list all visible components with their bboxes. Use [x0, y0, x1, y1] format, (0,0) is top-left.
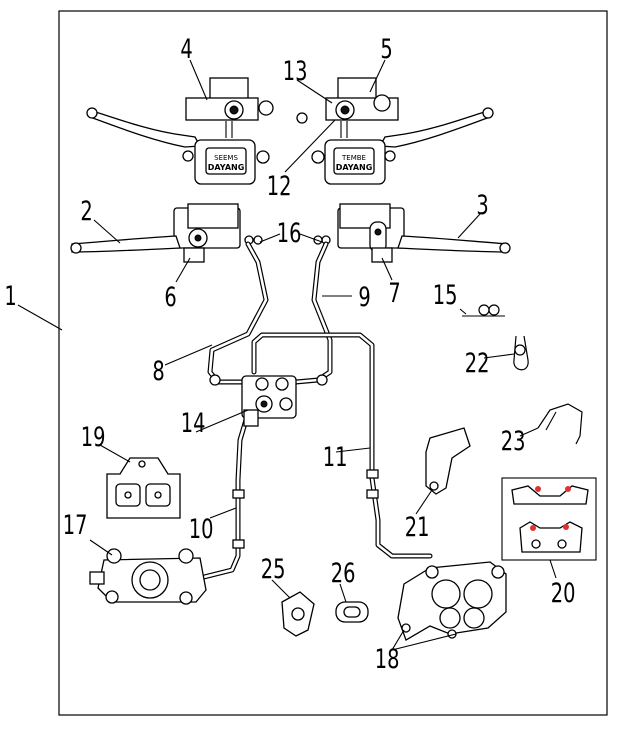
callout-13: 13 — [283, 55, 308, 87]
callout-21: 21 — [405, 511, 430, 543]
part-26-seal — [335, 601, 369, 623]
callout-10: 10 — [189, 513, 214, 545]
svg-text:SEEMS: SEEMS — [214, 154, 238, 162]
part-23-spring-clip — [537, 403, 583, 445]
part-17-front-brake-caliper — [89, 548, 207, 605]
brake-hoses — [197, 241, 433, 581]
part-21-bracket — [425, 427, 471, 495]
part-22-hose-clamp — [513, 335, 529, 371]
leader-lines — [17, 59, 557, 651]
callout-4: 4 — [180, 33, 192, 65]
svg-text:DAYANG: DAYANG — [336, 163, 373, 172]
callout-9: 9 — [358, 281, 370, 313]
callout-11: 11 — [323, 441, 348, 473]
svg-text:DAYANG: DAYANG — [208, 163, 245, 172]
part-18-rear-brake-caliper — [397, 561, 507, 641]
callout-12: 12 — [267, 170, 292, 202]
callout-7: 7 — [388, 277, 400, 309]
callout-1: 1 — [4, 280, 16, 312]
part-2-left-brake-lever — [70, 203, 263, 263]
part-5-right-master-cylinder-assembly: TEMBE DAYANG — [296, 77, 494, 185]
callout-19: 19 — [81, 421, 106, 453]
callout-14: 14 — [181, 407, 206, 439]
callout-2: 2 — [80, 195, 92, 227]
callout-26: 26 — [331, 557, 356, 589]
callout-16: 16 — [277, 217, 302, 249]
callout-23: 23 — [501, 425, 526, 457]
part-19-front-brake-pad — [106, 457, 181, 519]
svg-text:TEMBE: TEMBE — [341, 154, 366, 162]
callout-15: 15 — [433, 279, 458, 311]
part-3-right-brake-lever — [313, 203, 511, 263]
callout-5: 5 — [380, 33, 392, 65]
callout-22: 22 — [465, 347, 490, 379]
part-15-clip — [462, 304, 505, 317]
callout-8: 8 — [152, 355, 164, 387]
callout-17: 17 — [63, 509, 88, 541]
callout-25: 25 — [261, 553, 286, 585]
callout-20: 20 — [551, 577, 576, 609]
diagram-frame — [58, 10, 608, 716]
callouts: 1 2 3 4 5 6 7 8 9 10 11 12 13 14 15 16 1… — [4, 33, 575, 675]
callout-3: 3 — [476, 189, 488, 221]
part-20-rear-brake-pads — [501, 477, 597, 561]
callout-18: 18 — [375, 643, 400, 675]
callout-6: 6 — [164, 281, 176, 313]
part-14-distribution-valve — [241, 375, 297, 427]
part-4-left-master-cylinder-assembly: SEEMS DAYANG — [86, 77, 274, 185]
part-25-caliper-bracket — [281, 591, 315, 637]
